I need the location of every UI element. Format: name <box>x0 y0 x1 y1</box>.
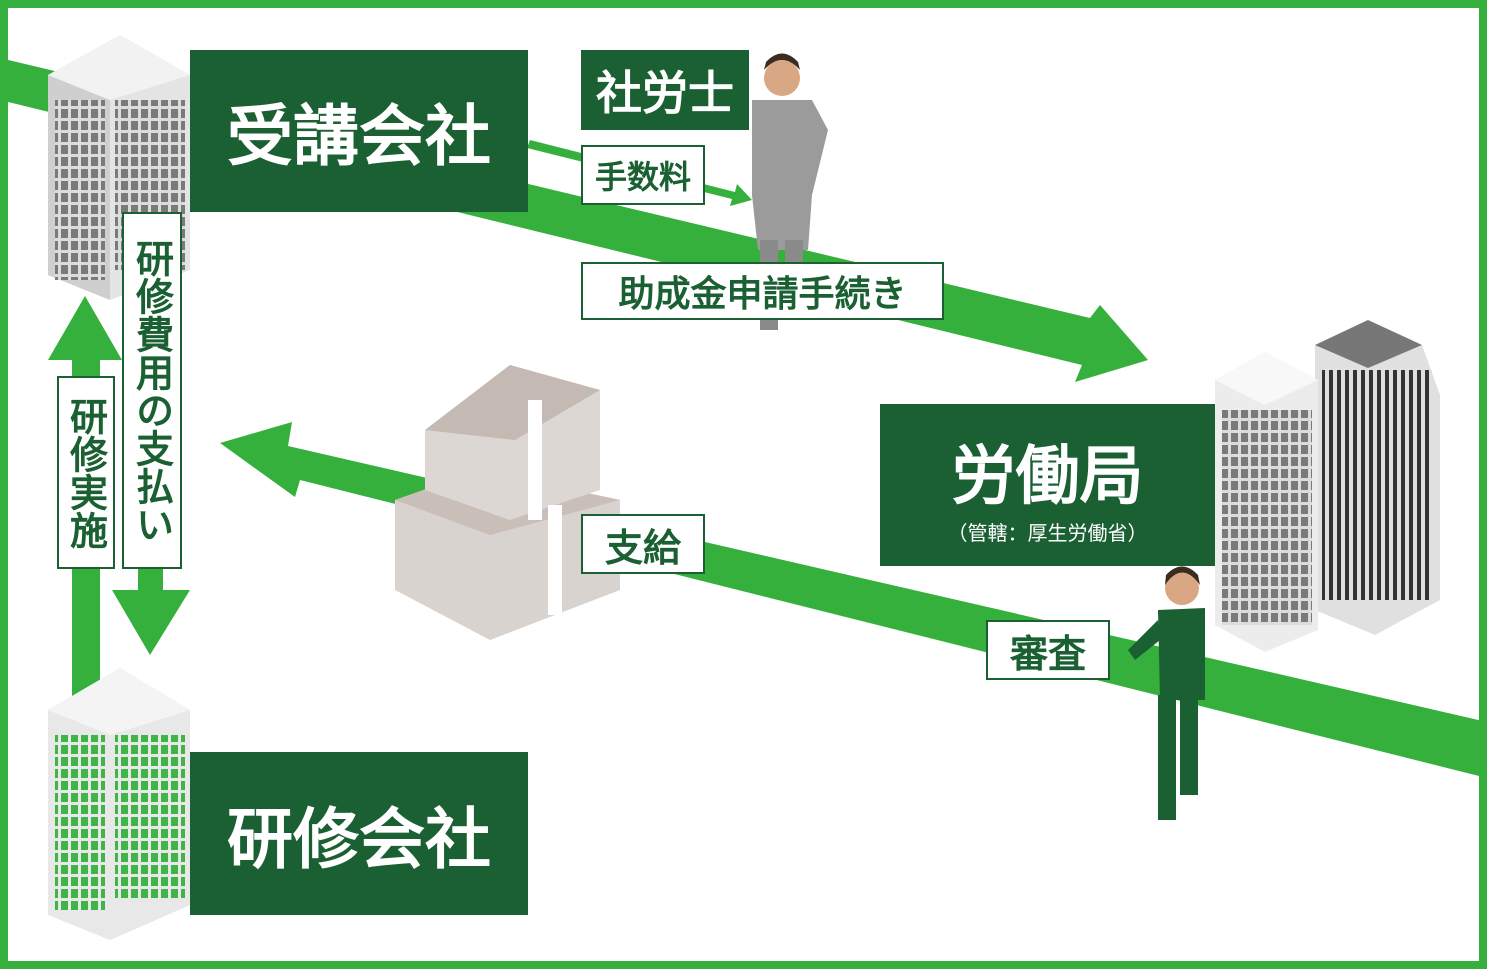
sharoushi-label: 社労士 <box>596 66 734 120</box>
training-company-box: 研修会社 <box>190 752 528 915</box>
training-conducted-label: 研修実施 <box>57 376 115 569</box>
review-label: 審査 <box>986 620 1110 680</box>
reviewer-person-icon <box>1128 566 1205 820</box>
sharoushi-box: 社労士 <box>581 50 749 130</box>
training-fee-payment-label: 研修費用の支払い <box>122 212 182 569</box>
trainee-company-box: 受講会社 <box>190 50 528 212</box>
labor-bureau-label: 労働局 <box>951 439 1144 514</box>
money-stack-icon <box>395 365 620 640</box>
labor-bureau-building-icon <box>1215 320 1440 652</box>
subsidy-procedure-label: 助成金申請手続き <box>581 262 944 320</box>
labor-bureau-sublabel: （管轄：厚生労働省） <box>947 520 1148 545</box>
training-building-icon <box>48 668 190 940</box>
trainee-company-label: 受講会社 <box>227 98 491 175</box>
labor-bureau-box: 労働局 （管轄：厚生労働省） <box>880 404 1215 566</box>
payment-label: 支給 <box>581 514 705 574</box>
fee-label: 手数料 <box>581 145 705 205</box>
payment-down-arrow <box>112 568 190 655</box>
training-company-label: 研修会社 <box>227 800 491 878</box>
